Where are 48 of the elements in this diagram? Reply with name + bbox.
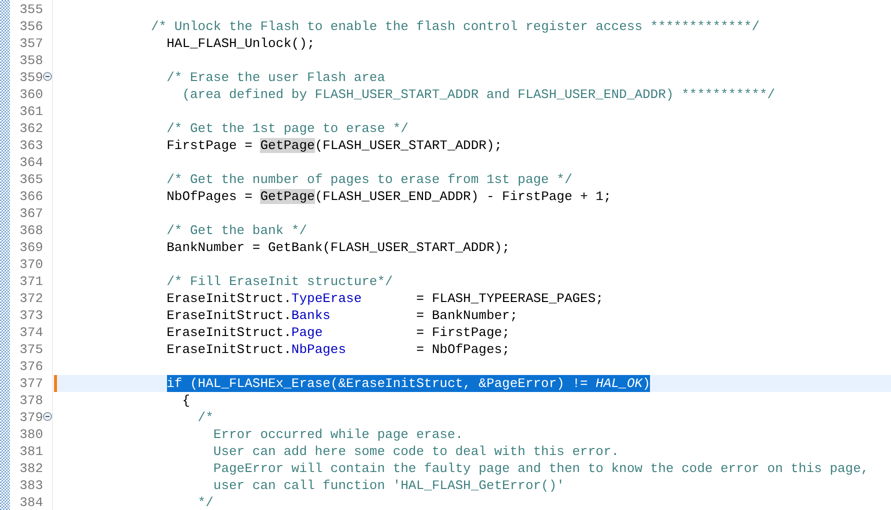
line-number: 359: [18, 69, 43, 86]
line-number: 357: [18, 35, 43, 52]
line-number: 372: [18, 290, 43, 307]
line-number: 377: [18, 375, 43, 392]
line-number: 355: [18, 1, 43, 18]
line-number: 365: [18, 171, 43, 188]
line-number: 378: [18, 392, 43, 409]
code-comment: PageError will contain the faulty page and then to know the code error on this page,: [213, 460, 869, 477]
line-number: 383: [18, 477, 43, 494]
line-number: 356: [18, 18, 43, 35]
code-comment: /* Unlock the Flash to enable the flash control register access *************/: [151, 18, 760, 35]
line-number: 362: [18, 120, 43, 137]
code-comment: /*: [198, 409, 214, 426]
code-line: HAL_FLASH_Unlock();: [166, 35, 315, 52]
line-number: 379: [18, 409, 43, 426]
line-number: 375: [18, 341, 43, 358]
line-number: 368: [18, 222, 43, 239]
line-number: 384: [18, 494, 43, 510]
line-number: 367: [18, 205, 43, 222]
line-number: 369: [18, 239, 43, 256]
line-number: 380: [18, 426, 43, 443]
code-comment: /* Fill EraseInit structure*/: [166, 273, 393, 290]
code-comment: */: [198, 494, 214, 510]
code-line: FirstPage = GetPage(FLASH_USER_START_ADDR);: [166, 137, 502, 154]
line-number: 363: [18, 137, 43, 154]
line-number: 364: [18, 154, 43, 171]
code-comment: Error occurred while page erase.: [213, 426, 464, 443]
line-number: 376: [18, 358, 43, 375]
line-number: 371: [18, 273, 43, 290]
code-comment: User can add here some code to deal with this error.: [213, 443, 620, 460]
line-number: 361: [18, 103, 43, 120]
code-line: NbOfPages = GetPage(FLASH_USER_END_ADDR) - FirstPage + 1;: [166, 188, 612, 205]
line-number: 382: [18, 460, 43, 477]
code-comment: /* Erase the user Flash area: [166, 69, 386, 86]
line-number: 373: [18, 307, 43, 324]
code-comment: user can call function 'HAL_FLASH_GetError()': [213, 477, 564, 494]
line-number: 381: [18, 443, 43, 460]
code-comment: (area defined by FLASH_USER_START_ADDR and FLASH_USER_END_ADDR) ***********/: [182, 86, 776, 103]
code-comment: /* Get the number of pages to erase from 1st page */: [166, 171, 572, 188]
line-number: 366: [18, 188, 43, 205]
line-number: 374: [18, 324, 43, 341]
code-line: BankNumber = GetBank(FLASH_USER_START_ADDR);: [166, 239, 510, 256]
code-comment: /* Get the bank */: [166, 222, 308, 239]
line-number: 358: [18, 52, 43, 69]
code-comment: /* Get the 1st page to erase */: [166, 120, 408, 137]
line-number: 370: [18, 256, 43, 273]
line-number: 360: [18, 86, 43, 103]
code-line: {: [182, 392, 190, 409]
